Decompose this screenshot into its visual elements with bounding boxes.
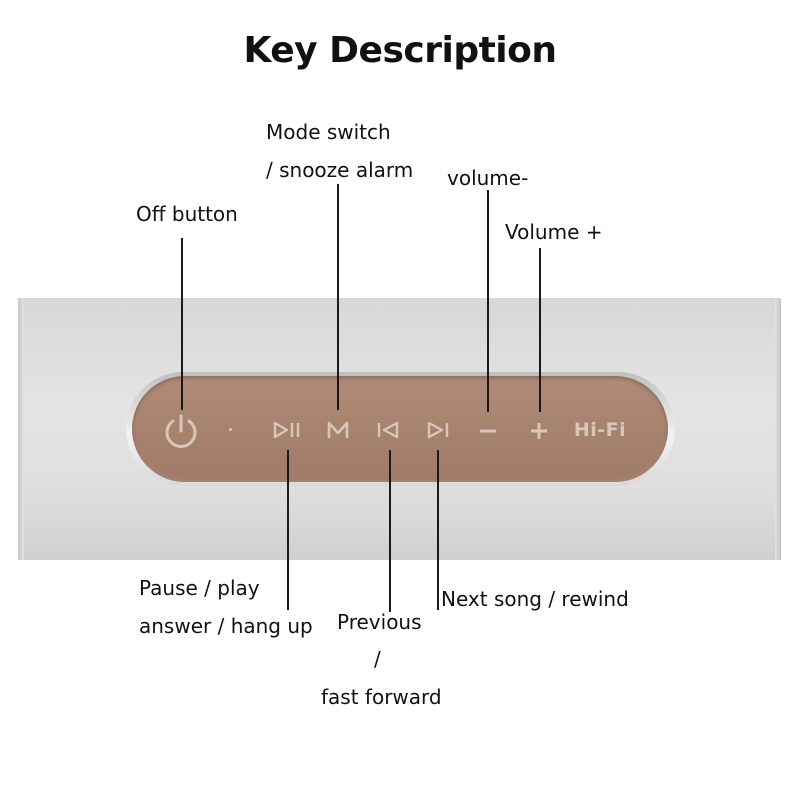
- label-previous-line3: fast forward: [321, 685, 442, 709]
- label-next-song: Next song / rewind: [441, 587, 629, 611]
- minus-icon: [480, 429, 496, 433]
- play-pause-icon: [273, 421, 300, 439]
- power-icon: [165, 414, 197, 448]
- mode-m-icon: [327, 421, 349, 438]
- label-pause-play-line2: answer / hang up: [139, 614, 313, 638]
- next-key[interactable]: [422, 417, 454, 443]
- label-mode-switch-line1: Mode switch: [266, 120, 391, 144]
- label-volume-plus: Volume +: [505, 220, 603, 244]
- leader-volume-minus: [487, 190, 489, 412]
- leader-off-button: [181, 238, 183, 410]
- label-off-button: Off button: [136, 202, 238, 226]
- diagram-title: Key Description: [243, 30, 557, 71]
- play-pause-key[interactable]: [270, 417, 304, 443]
- control-panel: [132, 376, 668, 482]
- label-previous-line1: Previous: [337, 610, 422, 634]
- previous-icon: [377, 421, 399, 439]
- mode-key[interactable]: [324, 417, 352, 443]
- leader-next-song: [437, 450, 439, 610]
- leader-pause-play: [287, 450, 289, 610]
- leader-previous: [389, 450, 391, 612]
- plus-icon: [531, 423, 547, 439]
- label-pause-play-line1: Pause / play: [139, 576, 260, 600]
- next-icon: [427, 421, 449, 439]
- label-volume-minus: volume-: [447, 166, 529, 190]
- volume-up-key[interactable]: [524, 416, 554, 444]
- leader-volume-plus: [539, 248, 541, 412]
- indicator-dot: [226, 425, 234, 433]
- hifi-badge: Hi-Fi: [573, 419, 627, 441]
- label-previous-line2: /: [374, 647, 381, 671]
- previous-key[interactable]: [372, 417, 404, 443]
- label-mode-switch-line2: / snooze alarm: [266, 158, 414, 182]
- power-key[interactable]: [160, 410, 202, 452]
- leader-mode-switch: [337, 184, 339, 410]
- volume-down-key[interactable]: [474, 417, 502, 443]
